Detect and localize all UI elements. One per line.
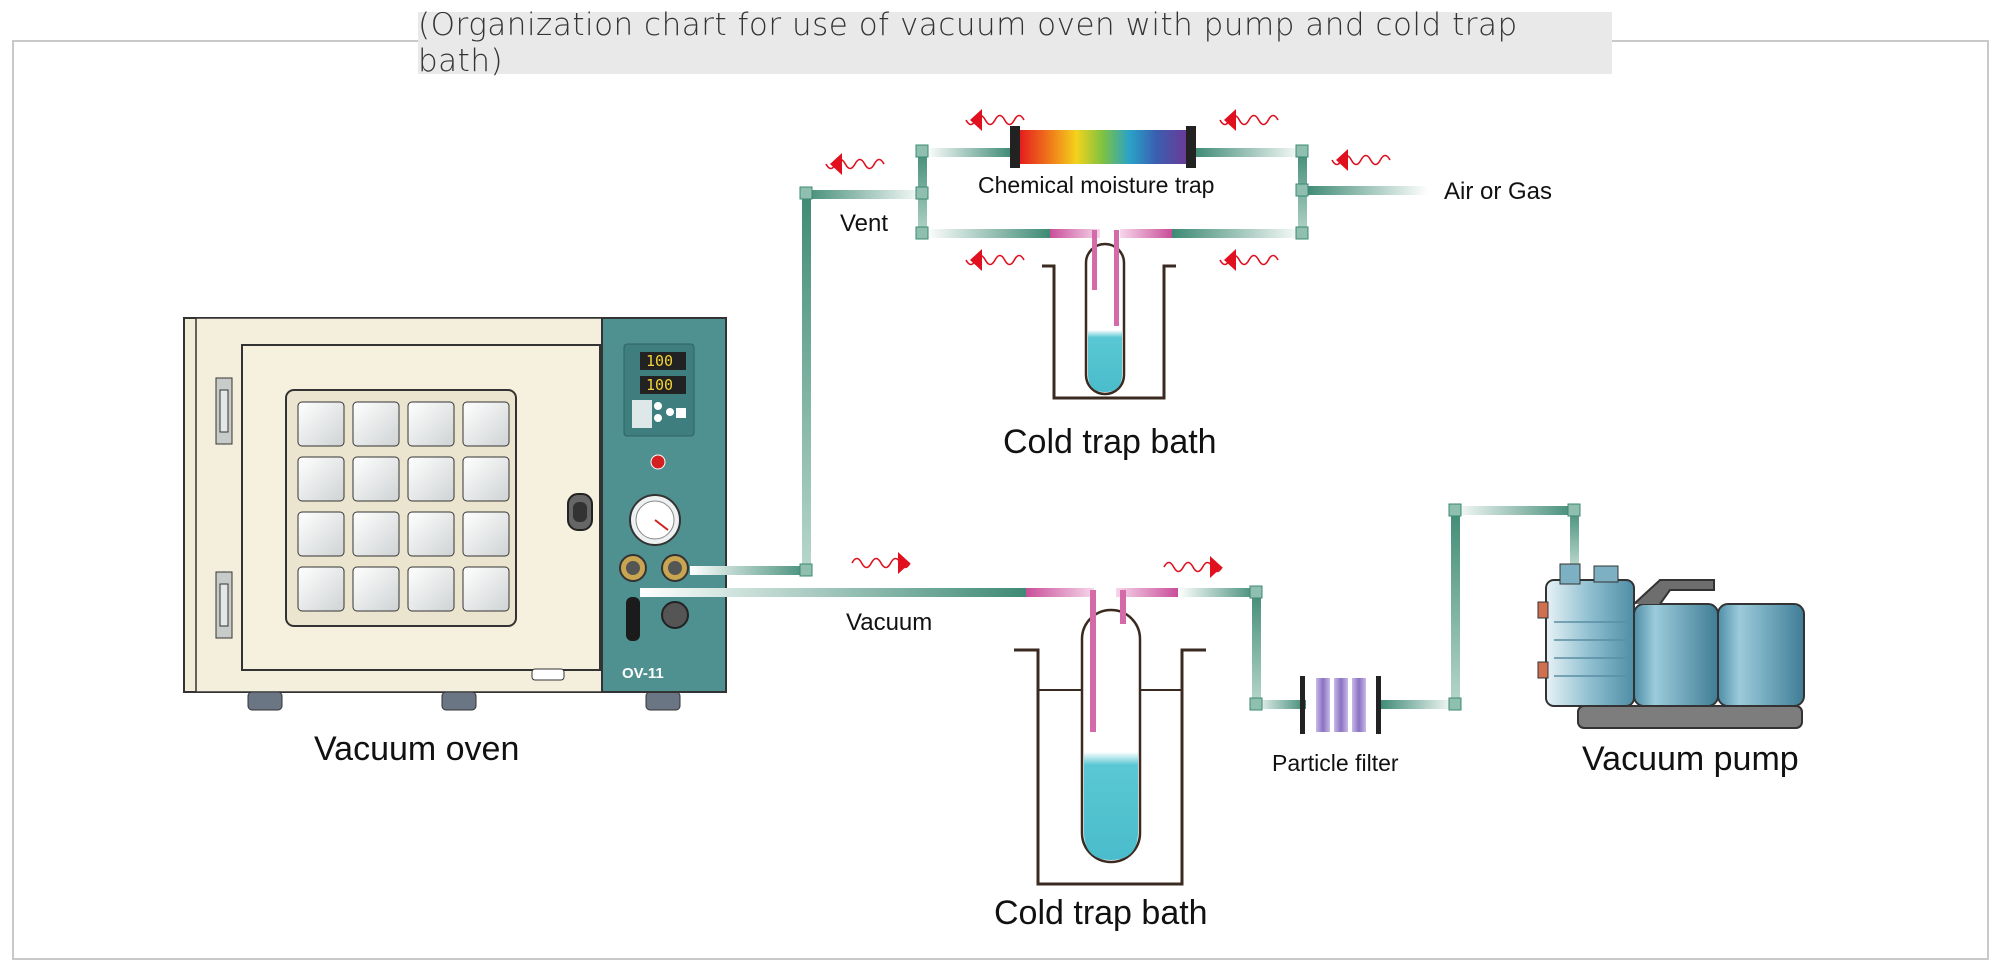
cold-trap-top-label: Cold trap bath (1003, 423, 1217, 461)
vacuum-label: Vacuum (846, 609, 933, 636)
oven-display-bottom: 100 (646, 376, 673, 394)
vacuum-oven-label: Vacuum oven (314, 730, 520, 768)
hinge-icon (215, 377, 233, 639)
cold-trap-bath-bottom (1014, 590, 1206, 886)
arrow-head-icon (1336, 149, 1348, 171)
arrow-head-icon (898, 552, 910, 574)
cold-trap-bottom-label: Cold trap bath (994, 894, 1208, 932)
particle-filter (1300, 676, 1381, 734)
air-gas-label: Air or Gas (1444, 178, 1553, 205)
arrow-head-icon (1210, 556, 1222, 578)
arrow-head-icon (970, 249, 982, 271)
page-title: (Organization chart for use of vacuum ov… (418, 7, 1518, 79)
oven-window-grid (297, 401, 510, 612)
arrow-head-icon (970, 109, 982, 131)
arrow-head-icon (1224, 109, 1236, 131)
particle-filter-label: Particle filter (1272, 750, 1399, 776)
chemical-trap-label: Chemical moisture trap (978, 172, 1215, 198)
vacuum-pump-label: Vacuum pump (1582, 740, 1799, 778)
arrow-head-icon (830, 153, 842, 175)
title-banner: (Organization chart for use of vacuum ov… (418, 7, 1612, 79)
oven-model-label: OV-11 (622, 665, 664, 682)
tubing (640, 144, 1581, 711)
oven-control-panel: OV-11 (601, 317, 727, 693)
arrow-head-icon (1224, 249, 1236, 271)
flow-arrows (825, 109, 1391, 578)
door-handle (567, 493, 593, 531)
chemical-moisture-trap (1010, 126, 1196, 168)
vent-label: Vent (840, 210, 889, 237)
oven-display-top: 100 (646, 352, 673, 370)
cold-trap-bath-top (1042, 230, 1176, 400)
pressure-gauge-icon (629, 494, 681, 546)
vacuum-pump (1537, 563, 1805, 729)
